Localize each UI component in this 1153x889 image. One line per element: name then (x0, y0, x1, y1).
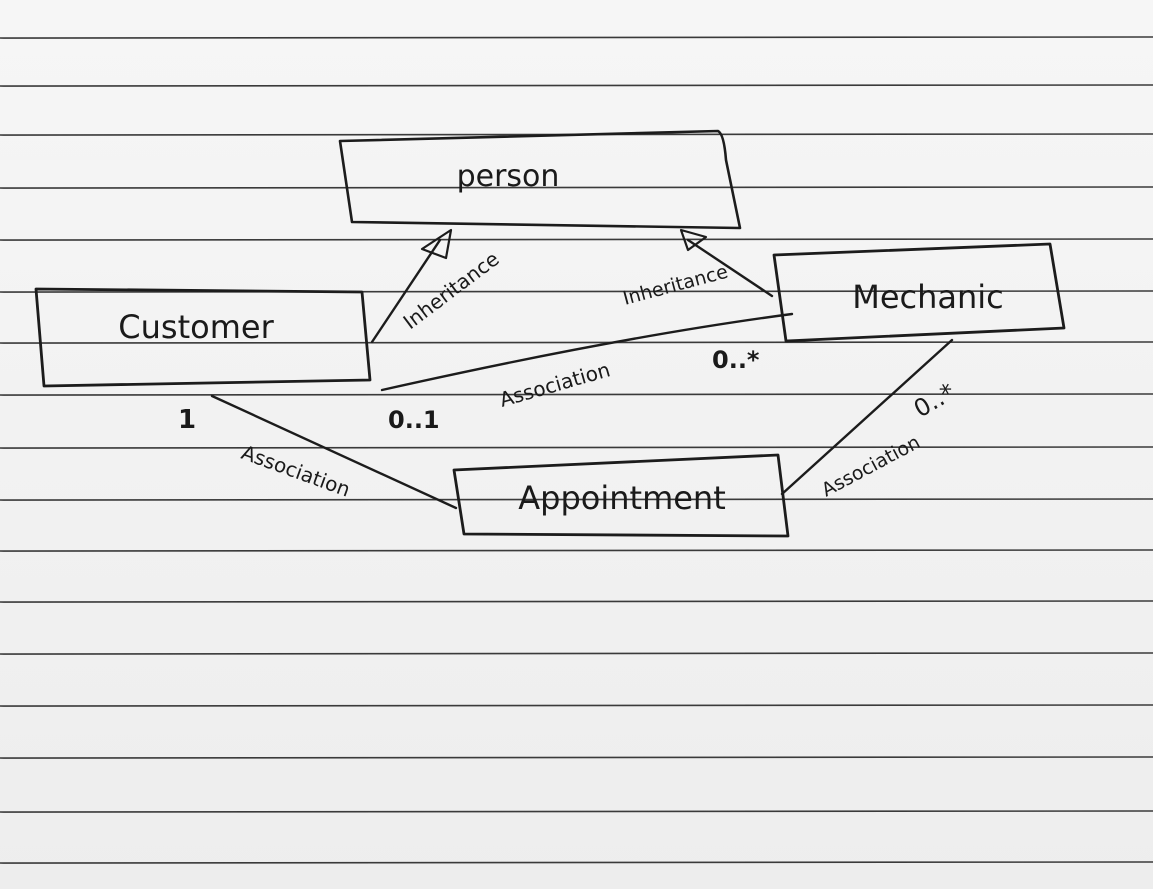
multiplicity-customer-mechanic: 0..1 (388, 406, 440, 434)
class-person: person (338, 129, 742, 230)
inheritance-customer-person: Inheritance (370, 228, 504, 344)
association-label-customer-mechanic: Association (497, 357, 613, 411)
class-mechanic: Mechanic (772, 242, 1066, 343)
class-appointment: Appointment (452, 453, 790, 538)
ruled-lines (0, 35, 1153, 865)
inheritance-label-customer: Inheritance (399, 247, 504, 334)
association-label-mechanic-appointment: Association (818, 431, 924, 501)
multiplicity-customer-appointment: 1 (178, 405, 196, 435)
multiplicity-mechanic-customer: 0..* (712, 346, 760, 374)
inheritance-label-mechanic: Inheritance (621, 261, 731, 310)
inheritance-mechanic-person: Inheritance (621, 228, 774, 310)
association-customer-mechanic: Association 0..1 0..* (380, 312, 794, 434)
inheritance-arrowhead-icon (679, 228, 708, 252)
class-person-name: person (457, 159, 560, 194)
association-mechanic-appointment: Association 0..* (780, 338, 960, 501)
inheritance-arrowhead-icon (420, 228, 453, 260)
class-customer: Customer (34, 287, 372, 388)
class-appointment-name: Appointment (518, 479, 726, 517)
association-label-customer-appointment: Association (238, 440, 353, 502)
multiplicity-mechanic-appointment: 0..* (909, 378, 960, 424)
class-mechanic-name: Mechanic (852, 278, 1004, 316)
class-customer-name: Customer (118, 308, 274, 346)
